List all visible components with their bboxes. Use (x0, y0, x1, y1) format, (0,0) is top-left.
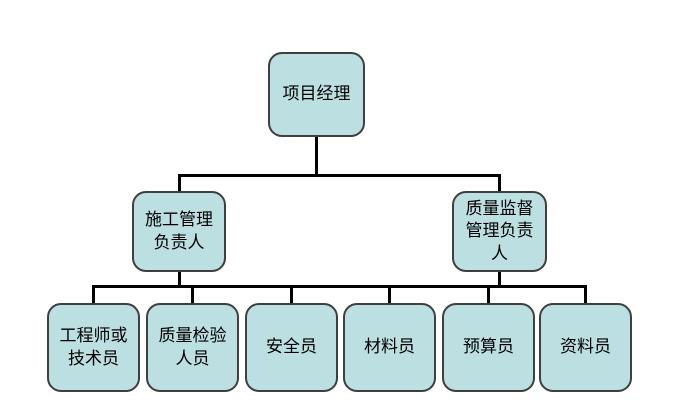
org-box-label: 资料员 (560, 337, 611, 357)
connector-drop-documentation-officer (584, 285, 587, 304)
connector-root-stem (315, 137, 318, 176)
org-box-budget-officer: 预算员 (442, 303, 535, 392)
org-box-documentation-officer: 资料员 (539, 303, 632, 392)
org-box-label: 预算员 (463, 337, 514, 357)
connector-drop-safety-officer (290, 285, 293, 304)
org-box-label: 工程师或 技术员 (59, 326, 128, 368)
org-box-material-officer: 材料员 (343, 303, 436, 392)
org-box-construction-manager: 施工管理 负责人 (132, 191, 226, 272)
connector-drop-budget-officer (487, 285, 490, 304)
connector-drop-material-officer (388, 285, 391, 304)
org-box-safety-officer: 安全员 (245, 303, 338, 392)
connector-level3-bus (92, 285, 587, 288)
org-box-quality-inspection-staff: 质量检验 人员 (146, 303, 239, 392)
connector-drop-engineer-technician (92, 285, 95, 304)
org-box-label: 质量检验 人员 (158, 326, 227, 368)
org-box-label: 材料员 (364, 337, 415, 357)
org-box-label: 安全员 (266, 337, 317, 357)
connector-construction-manager-stem-bottom (177, 271, 181, 288)
org-box-label: 质量监督 管理负责 人 (465, 198, 534, 263)
connector-drop-quality-inspection-staff (191, 285, 194, 304)
connector-quality-manager-stem-bottom (498, 271, 501, 288)
org-box-engineer-technician: 工程师或 技术员 (47, 303, 140, 392)
connector-construction-manager-stem-top (177, 174, 181, 192)
org-box-label: 施工管理 负责人 (145, 210, 213, 252)
org-box-label: 项目经理 (282, 84, 351, 104)
org-box-project-manager: 项目经理 (268, 52, 365, 137)
connector-level2-bus (177, 174, 501, 177)
org-box-quality-supervision-manager: 质量监督 管理负责 人 (452, 191, 547, 272)
connector-quality-manager-stem-top (498, 174, 501, 192)
